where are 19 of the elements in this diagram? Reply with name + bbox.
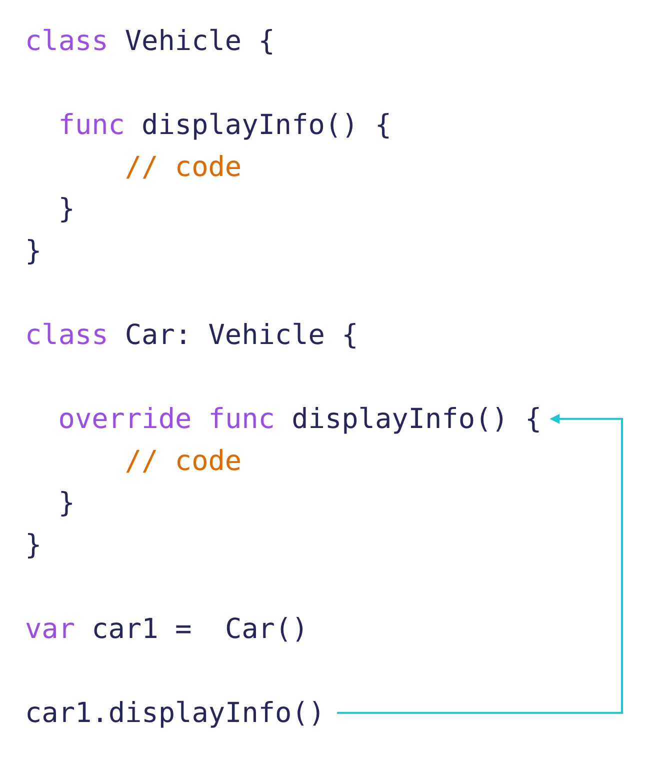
code-keyword: func [208,405,275,433]
code-text: car1.displayInfo() [25,699,326,727]
code-text: displayInfo() { [142,111,392,139]
code-text: } [58,489,75,517]
code-comment: // code [124,447,242,475]
code-text: displayInfo() { [292,405,542,433]
code-keyword: var [25,615,76,643]
code-text: car1 = Car() [92,615,308,643]
code-text: } [58,195,75,223]
code-text: } [25,531,42,559]
code-keyword: class [25,321,108,349]
code-text: Vehicle { [124,27,275,55]
arrow [337,414,623,714]
code-comment: // code [124,153,242,181]
code-text: } [25,237,42,265]
code-keyword: class [25,27,108,55]
code-keyword: func [58,111,125,139]
code-keyword: override [58,405,192,433]
code-text: Car: Vehicle { [124,321,358,349]
